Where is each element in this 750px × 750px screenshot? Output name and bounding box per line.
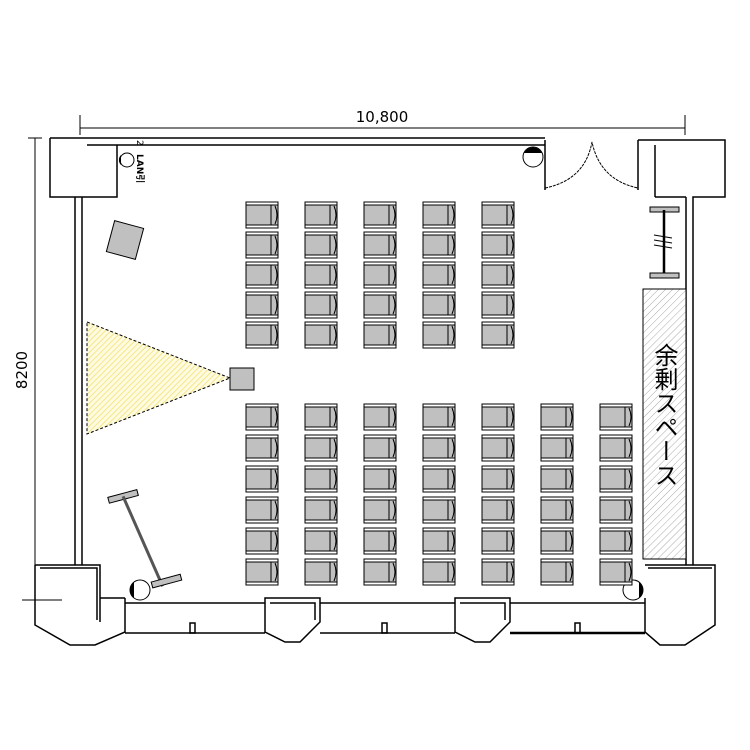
- outlet-icon: [129, 579, 151, 601]
- seating: [245, 201, 633, 586]
- chair: [363, 201, 397, 229]
- chair: [304, 403, 338, 431]
- chair: [540, 465, 574, 493]
- chair: [304, 261, 338, 289]
- spare-space: 余剰スペース: [642, 288, 687, 560]
- chair: [599, 558, 633, 586]
- chair: [599, 465, 633, 493]
- chair: [599, 496, 633, 524]
- chair: [363, 321, 397, 349]
- chair: [599, 403, 633, 431]
- chair: [422, 231, 456, 259]
- chair: [481, 496, 515, 524]
- chair: [245, 558, 279, 586]
- chair: [481, 201, 515, 229]
- spare-space-label: 余剰スペース: [650, 343, 678, 487]
- chair: [481, 231, 515, 259]
- chair: [422, 403, 456, 431]
- podium-table: [105, 220, 145, 260]
- chair: [304, 434, 338, 462]
- chair: [540, 403, 574, 431]
- chair: [422, 291, 456, 319]
- chair: [304, 291, 338, 319]
- width-label: 10,800: [356, 108, 409, 126]
- lan-outlet: 2 LAN引: [118, 140, 146, 183]
- chair: [422, 527, 456, 555]
- chair: [481, 261, 515, 289]
- chair: [422, 321, 456, 349]
- chair: [363, 434, 397, 462]
- chair: [481, 558, 515, 586]
- chair: [245, 231, 279, 259]
- chair: [304, 496, 338, 524]
- outlet-icon: [622, 579, 644, 601]
- chair: [245, 465, 279, 493]
- chair: [304, 527, 338, 555]
- chair: [481, 403, 515, 431]
- chair: [599, 527, 633, 555]
- height-label: 8200: [13, 351, 31, 389]
- chair: [422, 558, 456, 586]
- chair: [422, 261, 456, 289]
- chair: [245, 434, 279, 462]
- chair: [363, 465, 397, 493]
- double-door[interactable]: [544, 141, 639, 189]
- chair: [481, 527, 515, 555]
- chair: [540, 527, 574, 555]
- chair: [363, 403, 397, 431]
- outlet-icon: [522, 146, 544, 168]
- chair: [481, 321, 515, 349]
- chair: [363, 558, 397, 586]
- chair: [540, 558, 574, 586]
- outlet-number: 2: [134, 140, 144, 146]
- width-dimension: 10,800: [79, 108, 686, 135]
- chair: [599, 434, 633, 462]
- chair: [481, 434, 515, 462]
- chair: [481, 465, 515, 493]
- outlet-label: LAN引: [134, 154, 146, 183]
- whiteboard-stand: [649, 206, 680, 279]
- chair: [481, 291, 515, 319]
- screen-stand: [107, 489, 183, 589]
- chair: [422, 496, 456, 524]
- height-dimension: 8200: [13, 137, 62, 605]
- chair: [245, 527, 279, 555]
- chair: [245, 321, 279, 349]
- chair: [304, 201, 338, 229]
- chair: [422, 465, 456, 493]
- chair: [540, 434, 574, 462]
- chair: [422, 434, 456, 462]
- chair: [363, 291, 397, 319]
- chair: [304, 558, 338, 586]
- chair: [363, 527, 397, 555]
- chair: [540, 496, 574, 524]
- chair: [245, 201, 279, 229]
- chair: [422, 201, 456, 229]
- chair: [363, 231, 397, 259]
- chair: [363, 261, 397, 289]
- walls: [34, 137, 726, 646]
- chair: [245, 403, 279, 431]
- chair: [245, 291, 279, 319]
- chair: [304, 465, 338, 493]
- chair: [245, 496, 279, 524]
- chair: [304, 231, 338, 259]
- projector-icon: [229, 367, 255, 391]
- chair: [304, 321, 338, 349]
- chair: [245, 261, 279, 289]
- projection-area: [86, 321, 232, 435]
- chair: [363, 496, 397, 524]
